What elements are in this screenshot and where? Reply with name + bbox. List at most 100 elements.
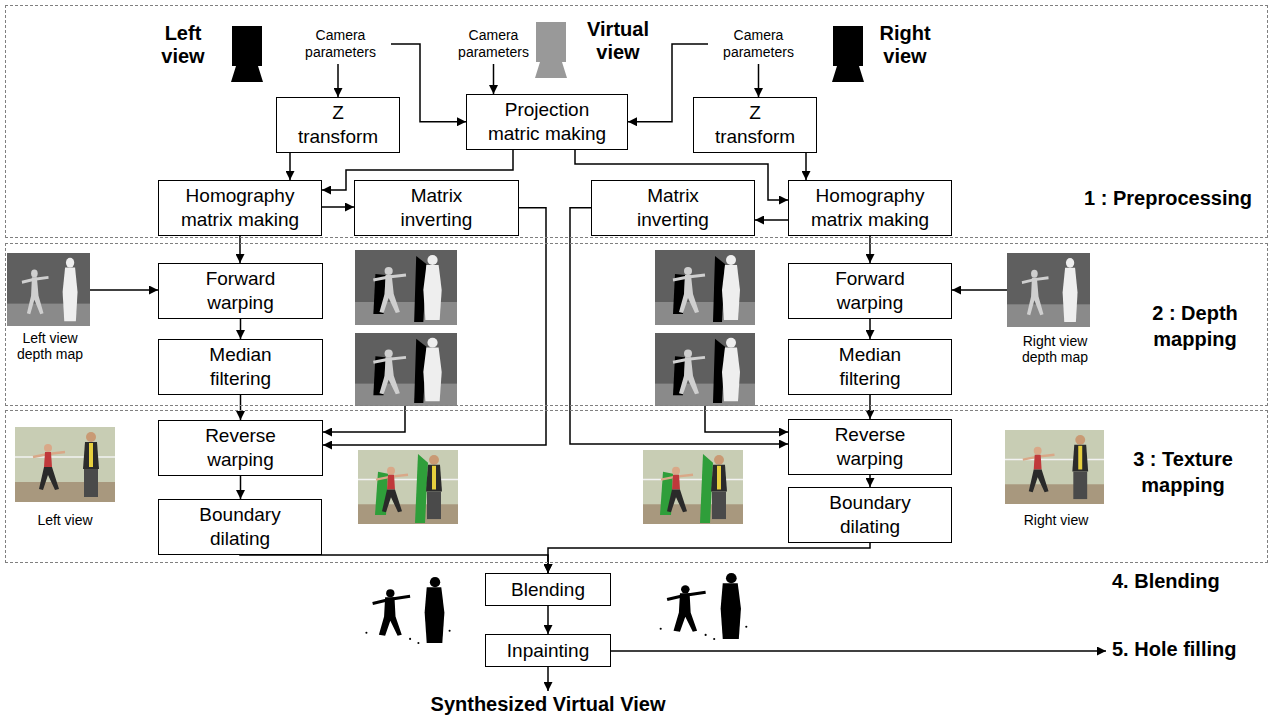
- process-box: Forward warping: [788, 263, 952, 319]
- filtered-depth-image: [655, 333, 755, 406]
- process-label: Reverse warping: [191, 424, 291, 472]
- image-arrow: [952, 289, 1007, 291]
- process-label: Projection matric making: [480, 98, 615, 146]
- image-caption: Left view: [20, 512, 110, 528]
- process-label: Blending: [511, 578, 585, 602]
- image-caption: Right view: [1006, 512, 1106, 528]
- stage-label: Right view: [870, 22, 940, 68]
- label-anchor: Left view: [20, 512, 110, 528]
- output-arrow: [611, 650, 1106, 652]
- stage-title: 1 : Preprocessing: [1068, 185, 1268, 211]
- label-anchor: Right view: [870, 22, 940, 68]
- hole-mask-image: [356, 572, 460, 648]
- process-label: Median filtering: [820, 343, 920, 391]
- camera-body: [232, 26, 262, 66]
- input-label: Camera parameters: [298, 27, 383, 61]
- text-node: Camera parameters: [292, 26, 389, 62]
- flow-arrow: [337, 64, 339, 97]
- process-box: Projection matric making: [466, 94, 628, 150]
- warped-texture-image: [643, 450, 743, 524]
- label-anchor: Synthesized Virtual View: [398, 693, 698, 716]
- output-arrow: [547, 667, 549, 691]
- process-label: Z transform: [710, 101, 800, 149]
- label-anchor: Left view depth map: [6, 330, 94, 362]
- image-caption: Right view depth map: [1005, 333, 1105, 365]
- process-box: Blending: [485, 573, 611, 606]
- label-anchor: Virtual view: [578, 18, 658, 64]
- stage-title: 3 : Texture mapping: [1108, 446, 1258, 498]
- depth-map-image: [7, 253, 90, 326]
- label-anchor: Left view: [148, 22, 218, 68]
- stage-label: Virtual view: [578, 18, 658, 64]
- process-box: Inpainting: [485, 634, 611, 667]
- process-box: Homography matrix making: [158, 180, 322, 236]
- process-label: Forward warping: [191, 267, 291, 315]
- flow-arrow: [240, 395, 242, 421]
- texture-image: [1005, 430, 1104, 504]
- depth-map-image: [1007, 253, 1090, 327]
- flow-arrow: [755, 219, 788, 221]
- input-label: Camera parameters: [451, 27, 536, 61]
- process-box: Homography matrix making: [788, 180, 952, 236]
- hole-mask-image: [650, 568, 757, 644]
- process-box: Matrix inverting: [354, 180, 519, 236]
- process-label: Homography matrix making: [805, 184, 935, 232]
- stage-band: 2 : Depth mapping Forward warpingMedian f…: [5, 243, 1268, 406]
- image-arrow: [90, 289, 158, 291]
- camera-lens: [832, 66, 864, 82]
- process-box: Median filtering: [788, 339, 952, 395]
- flow-arrow: [869, 319, 871, 340]
- stage-label: Left view: [148, 22, 218, 68]
- flow-arrow: [869, 236, 871, 264]
- warped-depth-image: [355, 250, 457, 325]
- camera-body: [833, 26, 863, 66]
- flow-arrow: [493, 64, 495, 94]
- camera-lens: [231, 66, 263, 82]
- camera-body: [536, 22, 566, 62]
- process-box: Median filtering: [158, 339, 323, 395]
- stage-band: 3 : Texture mapping Reverse warpingBounda…: [5, 410, 1268, 563]
- flow-arrow: [805, 153, 807, 181]
- flow-arrow: [869, 475, 871, 488]
- process-label: Inpainting: [507, 639, 589, 663]
- process-label: Forward warping: [820, 267, 920, 315]
- text-node: Camera parameters: [710, 26, 807, 62]
- warped-texture-image: [358, 450, 458, 524]
- process-box: Z transform: [693, 97, 817, 153]
- process-box: Forward warping: [158, 263, 323, 319]
- flow-arrow: [548, 543, 870, 574]
- process-label: Matrix inverting: [387, 184, 487, 232]
- process-box: Z transform: [276, 97, 400, 153]
- process-box: Reverse warping: [788, 419, 952, 475]
- input-label: Camera parameters: [716, 27, 801, 61]
- warped-depth-image: [655, 250, 755, 325]
- flow-arrow: [547, 606, 549, 634]
- process-label: Boundary dilating: [815, 491, 925, 539]
- flow-arrow: [239, 236, 241, 264]
- label-anchor: 5. Hole filling: [1112, 638, 1267, 661]
- stage-label: 5. Hole filling: [1112, 638, 1267, 661]
- text-node: Camera parameters: [445, 26, 542, 62]
- process-box: Boundary dilating: [788, 487, 952, 543]
- flow-arrow: [869, 395, 871, 420]
- flow-arrow: [289, 153, 291, 181]
- camera-lens: [535, 62, 567, 78]
- flow-arrow: [240, 476, 242, 500]
- flow-arrow: [322, 206, 354, 208]
- process-label: Median filtering: [191, 343, 291, 391]
- process-label: Reverse warping: [820, 423, 920, 471]
- texture-image: [15, 427, 115, 502]
- process-box: Matrix inverting: [591, 180, 755, 236]
- label-anchor: Right view depth map: [1005, 333, 1105, 365]
- flow-arrow: [758, 64, 760, 97]
- flow-arrow: [240, 319, 242, 340]
- process-label: Z transform: [293, 101, 383, 149]
- stage-label: 4. Blending: [1112, 570, 1262, 593]
- image-caption: Left view depth map: [6, 330, 94, 362]
- flow-arrow: [240, 555, 548, 574]
- process-label: Matrix inverting: [623, 184, 723, 232]
- stage-title: 2 : Depth mapping: [1120, 300, 1270, 352]
- filtered-depth-image: [355, 333, 457, 406]
- label-anchor: Right view: [1006, 512, 1106, 528]
- process-box: Boundary dilating: [158, 499, 322, 555]
